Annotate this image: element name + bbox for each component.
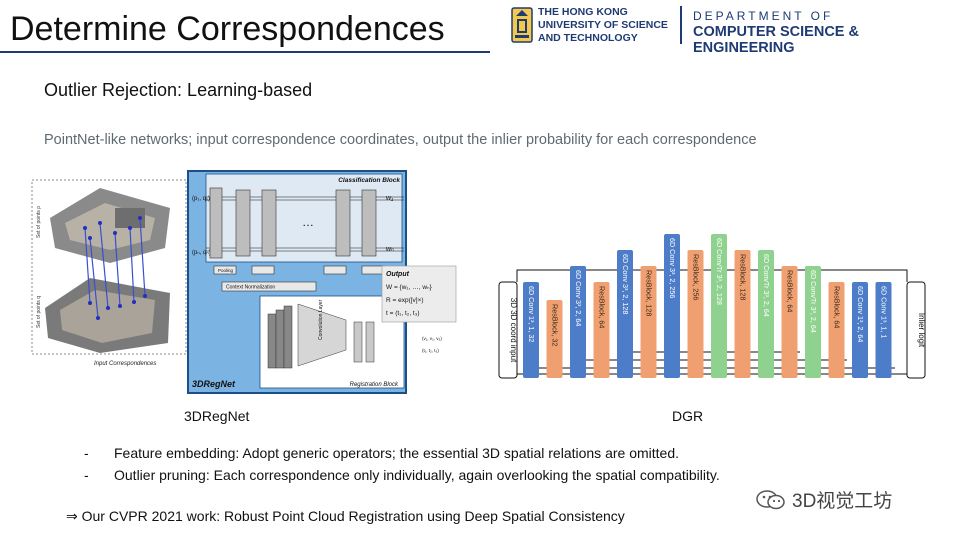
pooling-label: Pooling bbox=[218, 268, 234, 273]
wechat-icon bbox=[756, 489, 785, 509]
bullet-text: Feature embedding: Adopt generic operato… bbox=[114, 445, 679, 461]
dgr-output-label: Inlier logit bbox=[917, 313, 926, 348]
bullet-marker: - bbox=[84, 467, 89, 483]
page-title: Determine Correspondences bbox=[10, 10, 445, 48]
dgr-block bbox=[570, 266, 586, 378]
dgr-block-label: ResBlock, 64 bbox=[786, 270, 795, 312]
dgr-block-label: 6D Conv 3³, 2, 128 bbox=[621, 254, 630, 314]
dgr-block bbox=[875, 282, 892, 378]
dgr-block bbox=[781, 266, 798, 378]
university-name: THE HONG KONG UNIVERSITY OF SCIENCE AND … bbox=[538, 6, 668, 45]
v-output-label: (v₁, v₂, v₃) bbox=[422, 336, 442, 341]
set-label: Set of points q bbox=[36, 296, 42, 328]
dgr-input-label: 3D 3D coord input bbox=[509, 298, 518, 363]
title-underline bbox=[0, 51, 490, 53]
dgr-block bbox=[687, 250, 704, 378]
context-norm-label: Context Normalization bbox=[226, 285, 275, 291]
dgr-block-label: ResBlock, 256 bbox=[692, 254, 701, 300]
university-line: AND TECHNOLOGY bbox=[538, 32, 638, 44]
watermark: 3D视觉工坊 bbox=[756, 486, 892, 513]
output-w: W = {w₁, …, wₙ} bbox=[386, 284, 433, 291]
dgr-block bbox=[546, 300, 563, 378]
dgr-block bbox=[617, 250, 633, 378]
dgr-block bbox=[640, 266, 657, 378]
regnet-bottom-label: 3DRegNet bbox=[192, 379, 236, 389]
input-correspondences-label: Input Correspondences bbox=[94, 361, 156, 367]
dgr-block bbox=[711, 234, 727, 378]
w-bottom-label: wₙ bbox=[386, 246, 394, 253]
dgr-block-label: 6D Conv 1³, 1, 1 bbox=[880, 286, 889, 338]
dgr-block-label: 6D ConvTr 3³, 2, 64 bbox=[809, 270, 818, 333]
university-line: UNIVERSITY OF SCIENCE bbox=[538, 19, 668, 31]
section-description: PointNet-like networks; input correspond… bbox=[44, 132, 757, 148]
regnet-diagram: Classification Block (p₁, q₁) (pₙ, qₙ) …… bbox=[187, 170, 457, 394]
t-output-label: (t₁, t₂, t₃) bbox=[422, 348, 439, 353]
output-title: Output bbox=[386, 271, 410, 278]
dgr-input-block bbox=[498, 281, 518, 379]
dgr-block-label: ResBlock, 32 bbox=[551, 304, 560, 346]
dgr-block-label: 6D Conv 3³, 2, 256 bbox=[668, 238, 677, 298]
bullet-marker: - bbox=[84, 445, 89, 461]
dgr-block-label: ResBlock, 64 bbox=[833, 286, 842, 328]
bullet-list: - Feature embedding: Adopt generic opera… bbox=[84, 442, 720, 486]
output-r: R = exp([v]×) bbox=[386, 297, 424, 304]
pair-bottom-label: (pₙ, qₙ) bbox=[192, 250, 211, 256]
dgr-block bbox=[805, 266, 821, 378]
university-line: THE HONG KONG bbox=[538, 6, 628, 18]
dgr-block bbox=[593, 282, 610, 378]
header-divider bbox=[680, 6, 682, 44]
dgr-block-label: 6D Conv 3³, 2, 64 bbox=[574, 270, 583, 326]
set-label: Set of points ρ bbox=[36, 206, 42, 238]
conv-layer-label: Convolution Layer bbox=[318, 299, 324, 340]
classification-block-title: Classification Block bbox=[338, 177, 400, 184]
right-figure-caption: DGR bbox=[672, 408, 704, 424]
input-correspondences-figure: Set of points ρ Set of points q Input Co… bbox=[31, 179, 187, 367]
dgr-output-block bbox=[906, 281, 926, 379]
svg-text:…: … bbox=[302, 215, 314, 229]
dgr-block-label: ResBlock, 64 bbox=[598, 286, 607, 328]
bullet-text: Outlier pruning: Each correspondence onl… bbox=[114, 467, 720, 483]
footer-note: ⇒ Our CVPR 2021 work: Robust Point Cloud… bbox=[66, 508, 625, 524]
university-logo-icon bbox=[511, 7, 533, 43]
dgr-block bbox=[852, 282, 868, 378]
dgr-diagram: 3D 3D coord input 6D Conv 1³, 1, 32 ResBl… bbox=[498, 234, 926, 379]
dgr-block-label: 6D Conv 1³, 1, 32 bbox=[527, 286, 536, 342]
dgr-block-label: 6D ConvTr 3³, 2, 64 bbox=[762, 254, 771, 317]
output-t: t = (t₁, t₂, t₃) bbox=[386, 310, 420, 317]
dgr-block bbox=[758, 250, 774, 378]
pair-top-label: (p₁, q₁) bbox=[192, 196, 210, 202]
dgr-block bbox=[828, 282, 845, 378]
registration-block-label: Registration Block bbox=[350, 382, 399, 388]
list-item: - Outlier pruning: Each correspondence o… bbox=[84, 464, 720, 486]
w-top-label: w₁ bbox=[386, 195, 394, 202]
watermark-text: 3D视觉工坊 bbox=[792, 491, 893, 512]
dgr-block bbox=[734, 250, 751, 378]
dgr-block-label: 6D ConvTr 3³, 2, 128 bbox=[715, 238, 724, 305]
list-item: - Feature embedding: Adopt generic opera… bbox=[84, 442, 720, 464]
dgr-block-label: ResBlock, 128 bbox=[739, 254, 748, 300]
dgr-block bbox=[664, 234, 680, 378]
left-figure-caption: 3DRegNet bbox=[184, 408, 250, 424]
section-subtitle: Outlier Rejection: Learning-based bbox=[44, 80, 313, 100]
dgr-block-label: ResBlock, 128 bbox=[645, 270, 654, 316]
dgr-block-label: 6D Conv 1³, 2, 64 bbox=[856, 286, 865, 342]
department-line-2: COMPUTER SCIENCE & ENGINEERING bbox=[693, 24, 859, 56]
department-line-1: DEPARTMENT OF bbox=[693, 9, 834, 23]
dgr-block bbox=[523, 282, 539, 378]
